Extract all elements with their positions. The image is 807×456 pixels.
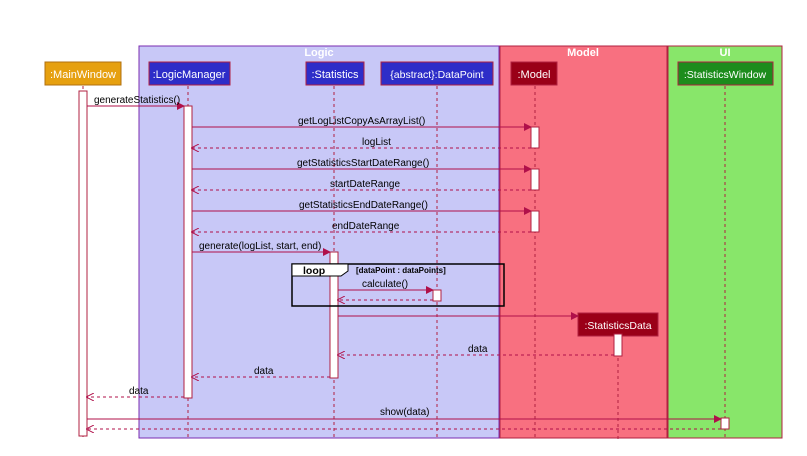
activation-model-1 bbox=[530, 126, 540, 149]
activations bbox=[78, 90, 730, 437]
box-model-label: Model bbox=[567, 47, 599, 59]
message-label-generate: generate(logList, start, end) bbox=[199, 241, 321, 252]
participant-statistics-box bbox=[305, 61, 365, 86]
loop-guard: [dataPoint : dataPoints] bbox=[356, 266, 446, 275]
box-logic: Logic bbox=[138, 45, 500, 439]
message-label-generate-statistics: generateStatistics() bbox=[94, 95, 180, 106]
message-label-show-data: show(data) bbox=[380, 407, 429, 418]
message-labels: generateStatistics() getLogListCopyAsArr… bbox=[94, 95, 488, 418]
message-label-start-date-range: startDateRange bbox=[330, 179, 400, 190]
participant-logicmanager-label: :LogicManager bbox=[153, 69, 226, 81]
activation-statisticswindow bbox=[720, 417, 730, 430]
participant-datapoint-label: {abstract}:DataPoint bbox=[390, 69, 483, 81]
participant-mainwindow-label: :MainWindow bbox=[50, 69, 116, 81]
participant-logicmanager-box bbox=[148, 61, 231, 86]
participant-statistics-label: :Statistics bbox=[311, 69, 359, 81]
message-label-loglist: logList bbox=[362, 137, 391, 148]
participant-statisticsdata-label: :StatisticsData bbox=[584, 320, 651, 332]
loop-fragment-frame bbox=[291, 263, 505, 307]
loop-keyword: loop bbox=[303, 265, 325, 277]
box-ui-label: UI bbox=[720, 47, 731, 59]
messages bbox=[87, 102, 722, 429]
participant-model-box bbox=[510, 61, 558, 86]
loop-fragment: loop [dataPoint : dataPoints] bbox=[291, 263, 505, 307]
box-logic-rect bbox=[138, 45, 500, 439]
participant-statisticswindow: :StatisticsWindow bbox=[677, 61, 774, 86]
participant-mainwindow: :MainWindow bbox=[44, 61, 122, 86]
box-logic-label: Logic bbox=[304, 47, 333, 59]
participant-statisticswindow-box bbox=[677, 61, 774, 86]
participant-model: :Model bbox=[510, 61, 558, 86]
box-model: Model bbox=[499, 45, 668, 439]
message-label-get-loglist: getLogListCopyAsArrayList() bbox=[298, 116, 425, 127]
participant-datapoint: {abstract}:DataPoint bbox=[380, 61, 494, 86]
activation-model-3 bbox=[530, 210, 540, 233]
participant-statistics: :Statistics bbox=[305, 61, 365, 86]
message-label-data-2: data bbox=[254, 366, 274, 377]
message-label-end-date-range: endDateRange bbox=[332, 221, 400, 232]
loop-fragment-tab bbox=[291, 263, 349, 277]
participant-statisticsdata: :StatisticsData bbox=[577, 312, 659, 337]
participant-model-label: :Model bbox=[517, 69, 550, 81]
activation-mainwindow bbox=[78, 90, 88, 437]
activation-statistics bbox=[329, 251, 339, 379]
activation-datapoint bbox=[432, 289, 442, 302]
message-label-get-start-date-range: getStatisticsStartDateRange() bbox=[297, 158, 429, 169]
message-label-calculate: calculate() bbox=[362, 279, 408, 290]
message-label-data-1: data bbox=[468, 344, 488, 355]
box-model-rect bbox=[499, 45, 668, 439]
participant-datapoint-box bbox=[380, 61, 494, 86]
activation-statisticsdata bbox=[613, 333, 623, 357]
activation-model-2 bbox=[530, 168, 540, 191]
participant-logicmanager: :LogicManager bbox=[148, 61, 231, 86]
activation-logicmanager bbox=[183, 105, 193, 399]
participant-statisticswindow-label: :StatisticsWindow bbox=[684, 69, 767, 81]
participant-mainwindow-box bbox=[44, 61, 122, 86]
message-label-data-3: data bbox=[129, 386, 149, 397]
message-label-get-end-date-range: getStatisticsEndDateRange() bbox=[299, 200, 428, 211]
